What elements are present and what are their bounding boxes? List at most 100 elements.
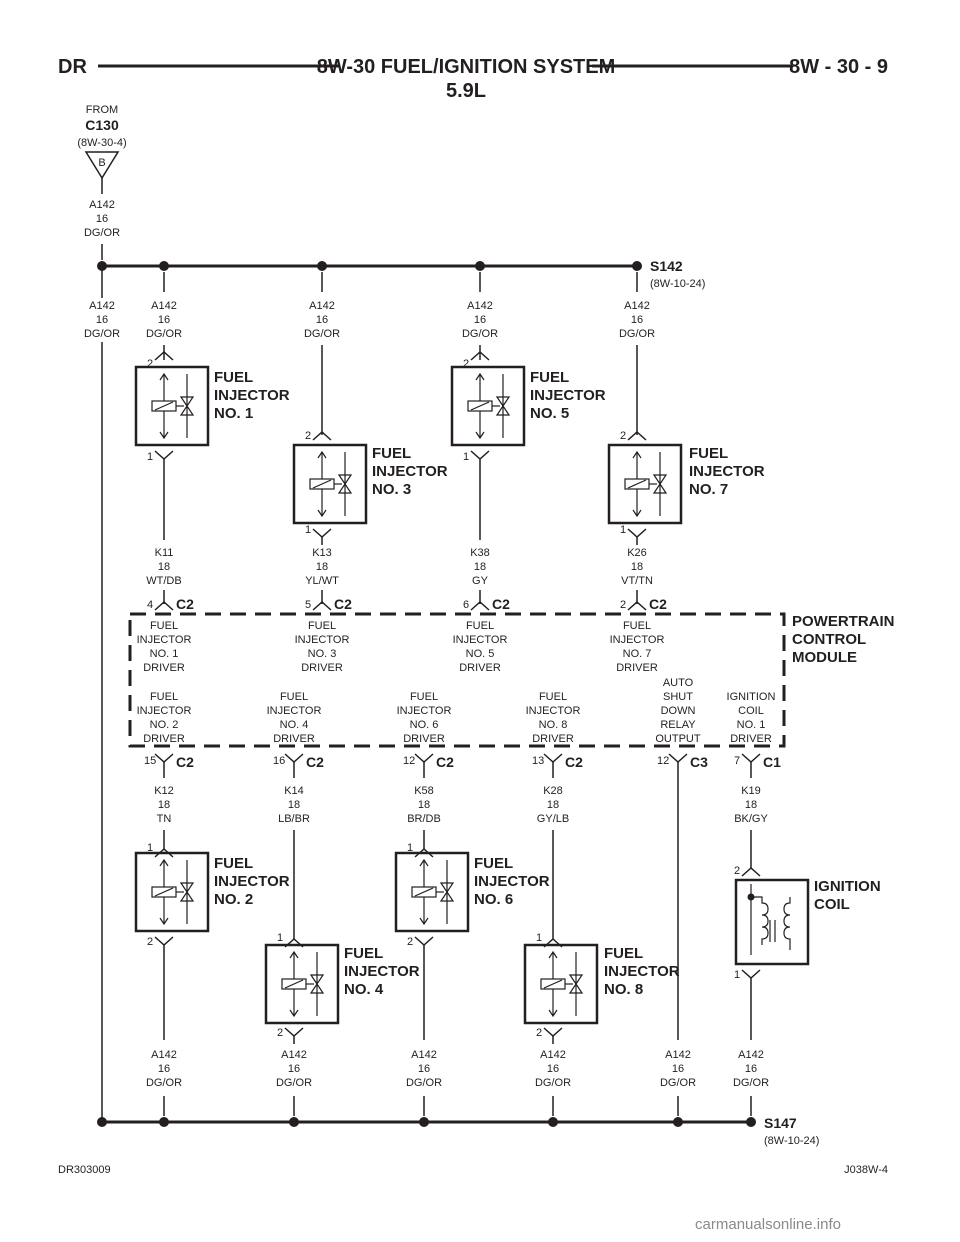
svg-text:TN: TN (157, 813, 172, 825)
svg-text:16: 16 (158, 1063, 170, 1075)
svg-text:FUEL: FUEL (539, 691, 567, 703)
svg-text:NO. 2: NO. 2 (150, 719, 179, 731)
svg-text:16: 16 (418, 1063, 430, 1075)
svg-text:C2: C2 (306, 754, 324, 770)
svg-text:DG/OR: DG/OR (304, 328, 340, 340)
svg-text:RELAY: RELAY (660, 719, 696, 731)
svg-text:1: 1 (734, 969, 740, 981)
splice-top-ref: (8W-10-24) (650, 278, 705, 290)
svg-text:INJECTOR: INJECTOR (295, 634, 350, 646)
svg-text:A142: A142 (281, 1049, 307, 1061)
svg-text:2: 2 (620, 599, 626, 611)
svg-text:K14: K14 (284, 785, 304, 797)
svg-text:INJECTOR: INJECTOR (267, 705, 322, 717)
svg-text:K26: K26 (627, 547, 647, 559)
svg-text:IGNITION: IGNITION (814, 878, 881, 895)
svg-text:DG/OR: DG/OR (462, 328, 498, 340)
svg-text:K13: K13 (312, 547, 332, 559)
svg-text:2: 2 (734, 865, 740, 877)
svg-text:FUEL: FUEL (344, 945, 383, 962)
svg-text:1: 1 (305, 524, 311, 536)
svg-text:1: 1 (147, 842, 153, 854)
svg-text:16: 16 (273, 755, 285, 767)
svg-text:18: 18 (474, 561, 486, 573)
header-left: DR (58, 56, 87, 78)
pcm-box (128, 612, 786, 748)
svg-text:A142: A142 (738, 1049, 764, 1061)
svg-text:BK/GY: BK/GY (734, 813, 768, 825)
svg-text:C3: C3 (690, 754, 708, 770)
svg-text:LB/BR: LB/BR (278, 813, 310, 825)
svg-text:C2: C2 (492, 596, 510, 612)
svg-text:16: 16 (547, 1063, 559, 1075)
svg-text:C1: C1 (763, 754, 781, 770)
svg-text:DRIVER: DRIVER (273, 733, 315, 745)
svg-text:FUEL: FUEL (689, 445, 728, 462)
svg-text:16: 16 (316, 314, 328, 326)
svg-text:C2: C2 (176, 754, 194, 770)
svg-text:WT/DB: WT/DB (146, 575, 181, 587)
svg-text:FUEL: FUEL (150, 691, 178, 703)
svg-text:2: 2 (620, 430, 626, 442)
drop-labels-top: A142 16 DG/OR A142 16 DG/OR A142 16 DG/O… (146, 272, 655, 340)
svg-text:DOWN: DOWN (661, 705, 696, 717)
svg-text:INJECTOR: INJECTOR (474, 873, 550, 890)
svg-text:13: 13 (532, 755, 544, 767)
svg-text:1: 1 (147, 451, 153, 463)
svg-text:FUEL: FUEL (604, 945, 643, 962)
svg-text:NO. 4: NO. 4 (280, 719, 309, 731)
svg-text:16: 16 (288, 1063, 300, 1075)
svg-text:DG/OR: DG/OR (276, 1077, 312, 1089)
svg-text:FUEL: FUEL (466, 620, 494, 632)
svg-text:DG/OR: DG/OR (84, 227, 120, 239)
svg-text:C2: C2 (436, 754, 454, 770)
svg-text:DG/OR: DG/OR (146, 1077, 182, 1089)
svg-text:K12: K12 (154, 785, 174, 797)
svg-text:16: 16 (631, 314, 643, 326)
svg-text:INJECTOR: INJECTOR (372, 463, 448, 480)
pcm-bottom-connectors: 15 C2 16 C2 12 C2 13 C2 12 C3 7 C1 (144, 753, 781, 1040)
svg-text:DRIVER: DRIVER (532, 733, 574, 745)
svg-text:NO. 1: NO. 1 (214, 405, 253, 422)
svg-text:16: 16 (96, 314, 108, 326)
svg-text:DG/OR: DG/OR (619, 328, 655, 340)
fuel-injector-8: K28 18 GY/LB 1 2 FUEL INJECTOR NO. 8 (523, 785, 680, 1044)
svg-text:5: 5 (305, 599, 311, 611)
svg-text:7: 7 (734, 755, 740, 767)
svg-text:YL/WT: YL/WT (305, 575, 339, 587)
svg-text:18: 18 (547, 799, 559, 811)
svg-text:DG/OR: DG/OR (146, 328, 182, 340)
source-connector: C130 (85, 117, 119, 133)
svg-text:2: 2 (305, 430, 311, 442)
svg-text:NO. 7: NO. 7 (623, 648, 652, 660)
svg-text:FUEL: FUEL (308, 620, 336, 632)
svg-text:DRIVER: DRIVER (143, 733, 185, 745)
svg-text:16: 16 (96, 213, 108, 225)
svg-text:16: 16 (672, 1063, 684, 1075)
svg-text:FUEL: FUEL (214, 369, 253, 386)
pcm-driver-labels-bottom: FUEL INJECTOR NO. 2 DRIVER FUEL INJECTOR… (137, 677, 776, 745)
svg-text:C2: C2 (565, 754, 583, 770)
svg-text:DG/OR: DG/OR (733, 1077, 769, 1089)
svg-text:FUEL: FUEL (623, 620, 651, 632)
drop-labels-bottom: A142 16 DG/OR A142 16 DG/OR A142 16 DG/O… (146, 1049, 769, 1116)
svg-text:A142: A142 (411, 1049, 437, 1061)
svg-text:FUEL: FUEL (150, 620, 178, 632)
pcm-label-2: CONTROL (792, 631, 866, 648)
svg-text:A142: A142 (89, 300, 115, 312)
fuel-injector-1: 2 1 FUEL INJECTOR NO. 1 K11 18 WT/DB 4 C… (134, 345, 290, 612)
svg-text:DG/OR: DG/OR (660, 1077, 696, 1089)
svg-text:NO. 6: NO. 6 (410, 719, 439, 731)
svg-text:NO. 7: NO. 7 (689, 481, 728, 498)
header-subtitle: 5.9L (446, 80, 486, 102)
svg-text:NO. 3: NO. 3 (372, 481, 411, 498)
svg-text:INJECTOR: INJECTOR (453, 634, 508, 646)
svg-text:2: 2 (277, 1027, 283, 1039)
svg-text:FUEL: FUEL (410, 691, 438, 703)
svg-text:K28: K28 (543, 785, 563, 797)
svg-text:NO. 1: NO. 1 (150, 648, 179, 660)
svg-text:1: 1 (277, 932, 283, 944)
svg-text:A142: A142 (665, 1049, 691, 1061)
header-page: 8W - 30 - 9 (789, 56, 888, 78)
fuel-injector-4: K14 18 LB/BR 1 2 FUEL INJECTOR NO. 4 (264, 785, 420, 1044)
